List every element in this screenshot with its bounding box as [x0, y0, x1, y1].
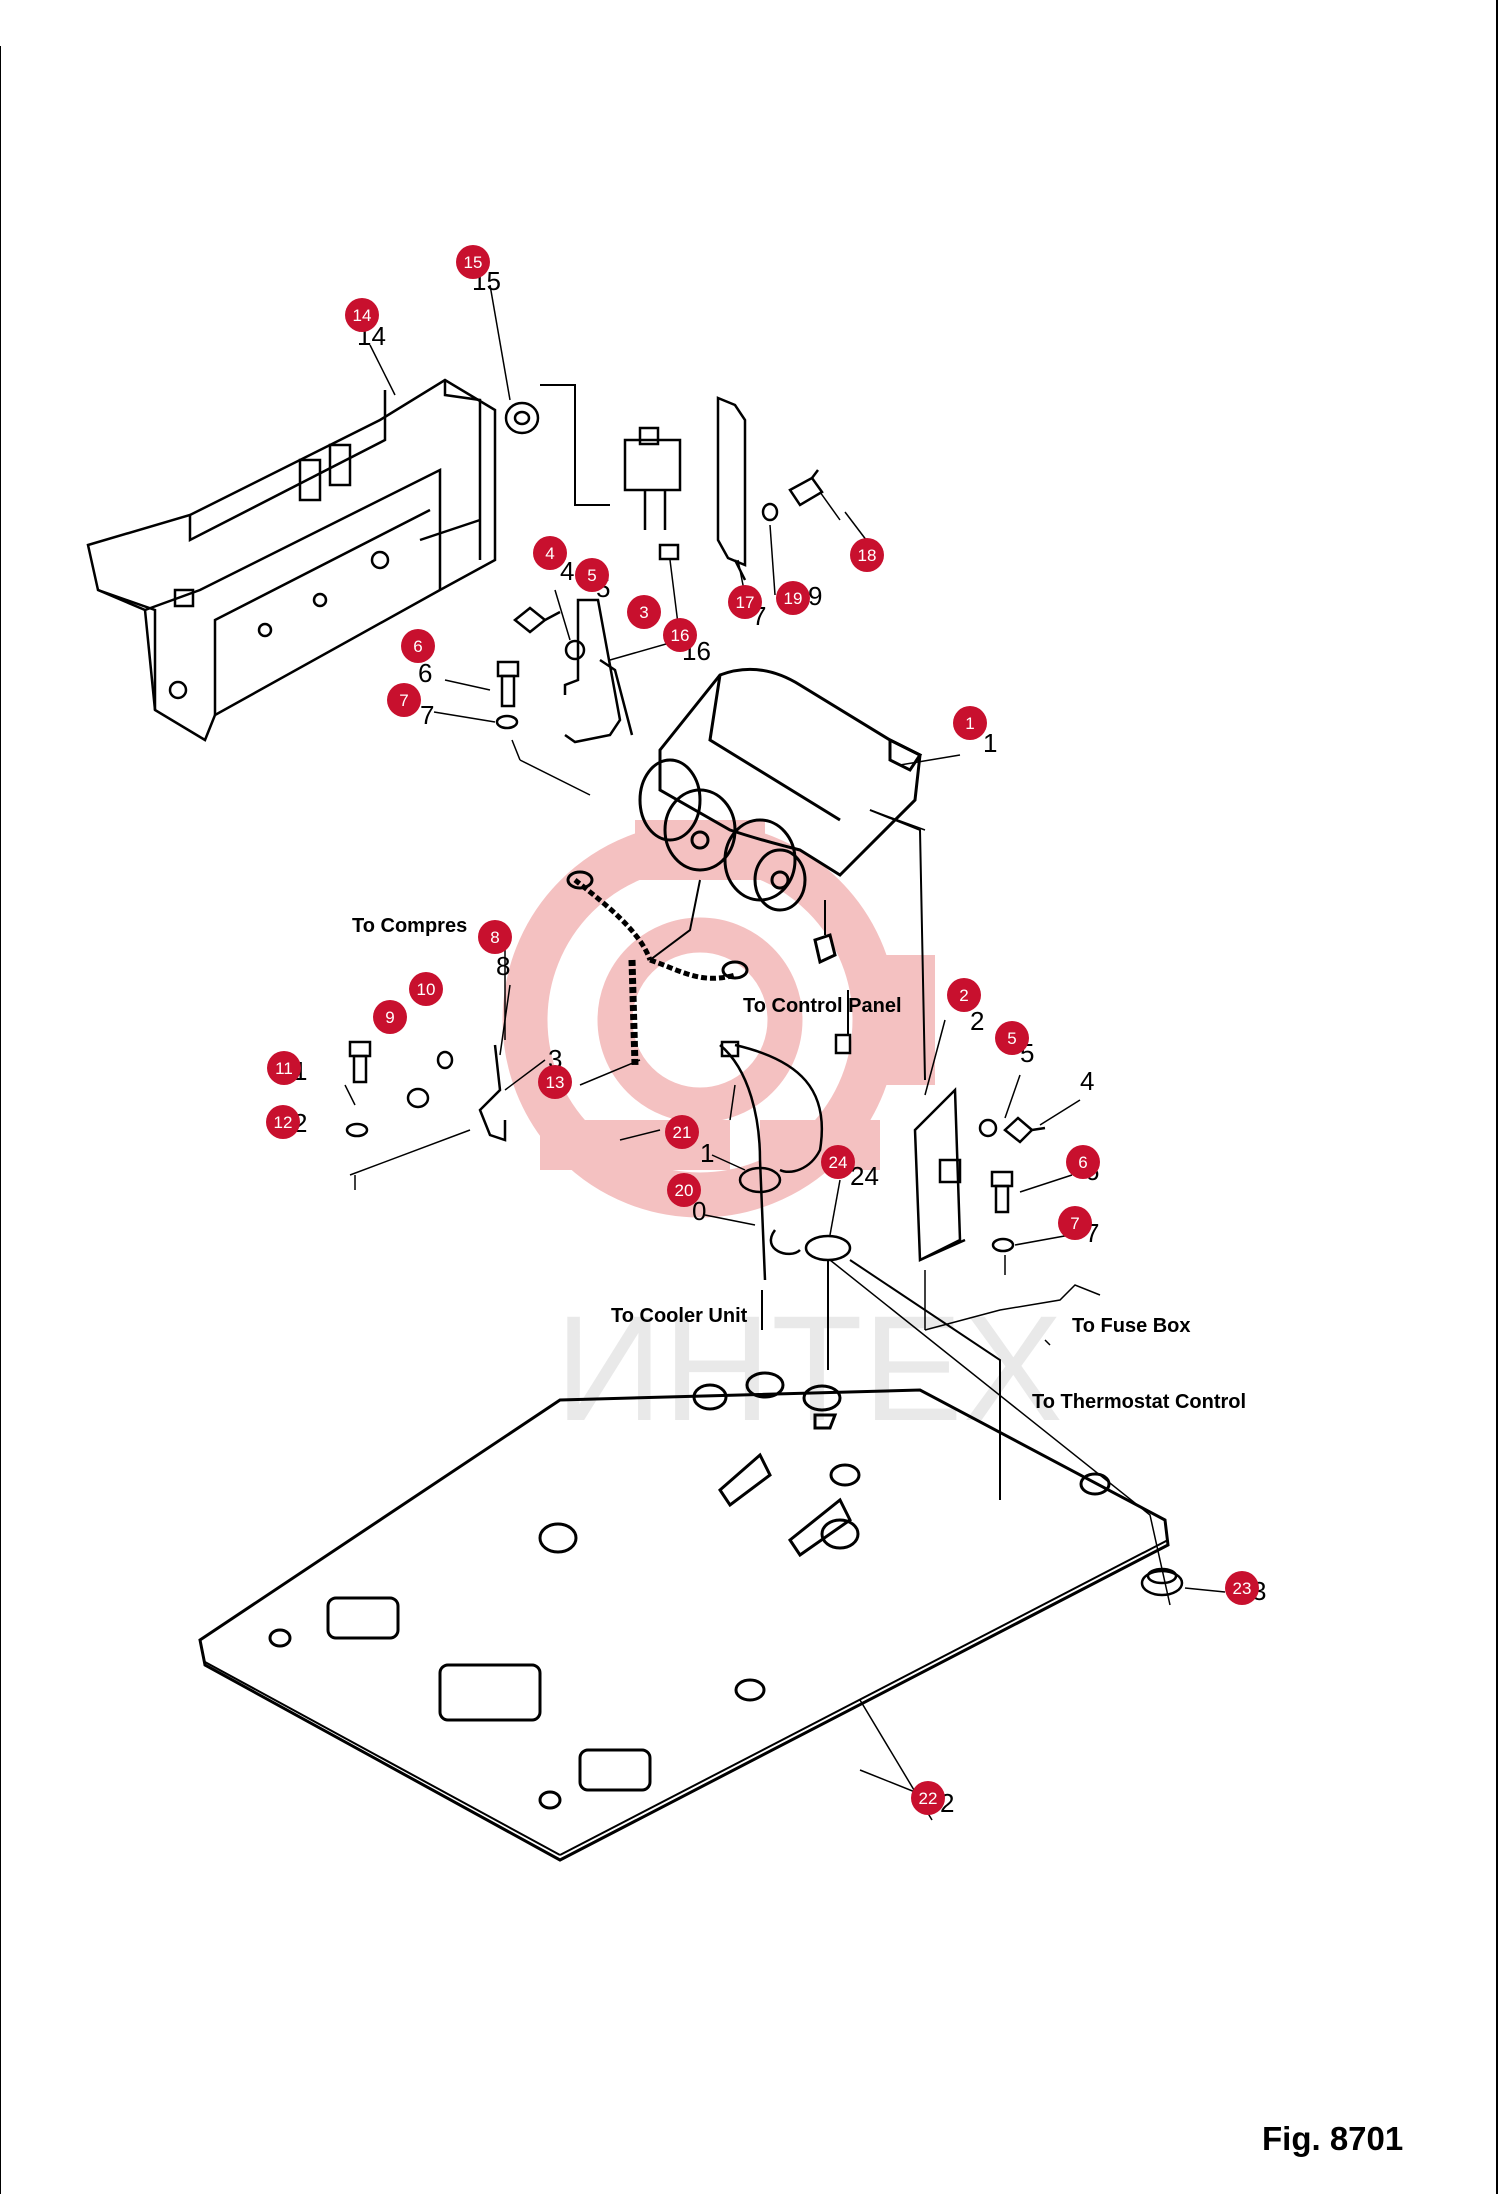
bolt-4-5-left — [512, 606, 586, 661]
printed-num-21: 1 — [700, 1138, 714, 1168]
callout-marker-9[interactable]: 9 — [373, 1000, 407, 1034]
callout-label: 6 — [413, 637, 422, 656]
callout-marker-2[interactable]: 2 — [947, 978, 981, 1012]
callout-marker-22[interactable]: 22 — [911, 1781, 945, 1815]
wire-harness — [719, 990, 1171, 1606]
callout-label: 2 — [959, 986, 968, 1005]
label-to-control-panel: To Control Panel — [743, 995, 902, 1017]
callout-label: 10 — [417, 980, 436, 999]
fasteners-right — [978, 1116, 1046, 1275]
hose-assembly — [566, 870, 749, 1066]
callout-label: 7 — [1070, 1214, 1079, 1233]
printed-num-6: 6 — [418, 658, 432, 688]
callout-marker-4[interactable]: 4 — [533, 536, 567, 570]
callout-label: 17 — [736, 593, 755, 612]
callout-marker-8[interactable]: 8 — [478, 920, 512, 954]
label-to-cooler-unit: To Cooler Unit — [611, 1305, 748, 1327]
callout-label: 3 — [639, 603, 648, 622]
frame-bracket-part — [86, 378, 497, 742]
callout-marker-11[interactable]: 11 — [267, 1051, 301, 1085]
callout-marker-23[interactable]: 23 — [1225, 1571, 1259, 1605]
bolt-6-7-left — [495, 660, 591, 796]
callout-label: 18 — [858, 546, 877, 565]
printed-num-1: 1 — [983, 728, 997, 758]
callout-marker-12[interactable]: 12 — [266, 1105, 300, 1139]
callout-marker-18[interactable]: 18 — [850, 538, 884, 572]
watermark-text: ИНТЕХ — [555, 1284, 1063, 1452]
callout-label: 16 — [671, 626, 690, 645]
callout-label: 5 — [587, 566, 596, 585]
blower-unit-part — [638, 667, 926, 1081]
callout-label: 15 — [464, 253, 483, 272]
callout-label: 14 — [353, 306, 372, 325]
bracket-2-part — [913, 1087, 1101, 1346]
callout-marker-6-right[interactable]: 6 — [1066, 1145, 1100, 1179]
callout-marker-24[interactable]: 24 — [821, 1145, 855, 1179]
callout-label: 22 — [919, 1789, 938, 1808]
label-to-fuse-box: To Fuse Box — [1072, 1315, 1191, 1337]
callout-label: 6 — [1078, 1153, 1087, 1172]
callout-marker-6[interactable]: 6 — [401, 629, 435, 663]
callout-label: 12 — [274, 1113, 293, 1132]
callout-label: 24 — [829, 1153, 848, 1172]
callout-label: 8 — [490, 928, 499, 947]
callout-label: 21 — [673, 1123, 692, 1142]
callout-marker-13[interactable]: 13 — [538, 1065, 572, 1099]
fasteners-9-12 — [345, 1040, 454, 1138]
switch-part — [623, 426, 682, 561]
printed-num-19: 9 — [808, 581, 822, 611]
callout-label: 7 — [399, 691, 408, 710]
callout-marker-15[interactable]: 15 — [456, 245, 490, 279]
figure-caption: Fig. 8701 — [1262, 2120, 1403, 2157]
callout-markers: 15 14 4 5 3 16 17 19 18 6 7 1 8 2 10 9 5… — [266, 245, 1259, 1815]
callout-label: 23 — [1233, 1579, 1252, 1598]
bolt-washer-18-19 — [761, 469, 841, 522]
callout-label: 5 — [1007, 1029, 1016, 1048]
callout-label: 20 — [675, 1181, 694, 1200]
printed-num-7: 7 — [420, 700, 434, 730]
bracket-3-part — [563, 598, 681, 744]
callout-label: 11 — [275, 1059, 293, 1078]
printed-num-4: 4 — [560, 556, 574, 586]
callout-marker-20[interactable]: 20 — [667, 1173, 701, 1207]
printed-num-8: 8 — [496, 951, 510, 981]
label-to-compressor: To Compres — [352, 915, 467, 937]
plate-part — [716, 396, 747, 581]
callout-marker-17[interactable]: 17 — [728, 585, 762, 619]
callout-marker-5-right[interactable]: 5 — [995, 1021, 1029, 1055]
printed-num-4-right: 4 — [1080, 1066, 1094, 1096]
floor-plate-part — [198, 1371, 1170, 1862]
callout-marker-1[interactable]: 1 — [953, 706, 987, 740]
callout-marker-7-right[interactable]: 7 — [1058, 1206, 1092, 1240]
callout-marker-7[interactable]: 7 — [387, 683, 421, 717]
callout-label: 9 — [385, 1008, 394, 1027]
printed-num-2: 2 — [970, 1006, 984, 1036]
grommet-23-part — [1140, 1567, 1226, 1597]
printed-num-20: 0 — [692, 1196, 706, 1226]
callout-marker-5[interactable]: 5 — [575, 558, 609, 592]
printed-num-24: 24 — [850, 1161, 879, 1191]
callout-label: 13 — [546, 1073, 565, 1092]
callout-marker-14[interactable]: 14 — [345, 298, 379, 332]
callout-marker-10[interactable]: 10 — [409, 972, 443, 1006]
callout-label: 19 — [784, 589, 803, 608]
leader-lines — [344, 284, 1081, 1821]
callout-marker-16[interactable]: 16 — [663, 618, 697, 652]
callout-marker-19[interactable]: 19 — [776, 581, 810, 615]
callout-label: 1 — [965, 714, 974, 733]
grommet-part — [504, 384, 610, 506]
callout-marker-21[interactable]: 21 — [665, 1115, 699, 1149]
label-to-thermostat: To Thermostat Control — [1032, 1391, 1246, 1413]
callout-marker-3[interactable]: 3 — [627, 595, 661, 629]
callout-label: 4 — [545, 544, 554, 563]
